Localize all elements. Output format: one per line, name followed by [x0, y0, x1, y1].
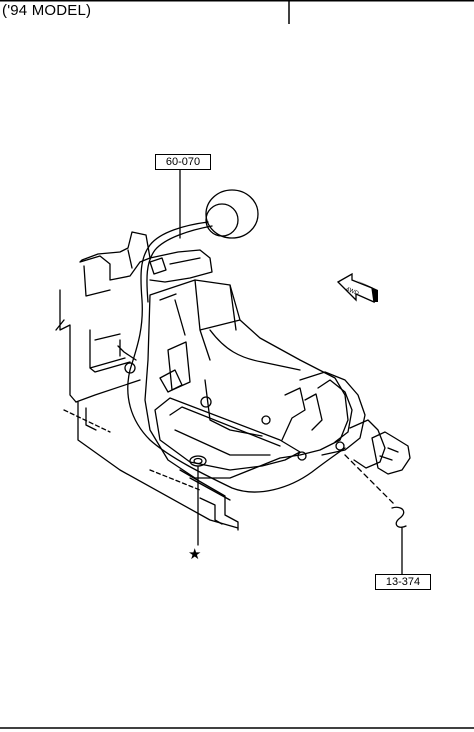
bracket-right [281, 387, 306, 441]
floor-panel-left [55, 289, 77, 403]
actuator-diaphragm-rim [205, 203, 239, 237]
actuator-diaphragm [205, 189, 259, 239]
callout-part-60-070[interactable]: 60-070 [155, 154, 211, 170]
case-bolt [297, 451, 307, 461]
control-cable-parallel [146, 225, 213, 303]
speed-sensor-gear [391, 506, 407, 528]
control-cable [127, 221, 346, 493]
case-bolt [335, 441, 345, 451]
transmission-ribs [174, 279, 301, 437]
upper-bracket [79, 231, 151, 281]
cable-end-nut [124, 362, 136, 374]
oil-pan [154, 397, 301, 471]
floor-rail [89, 329, 239, 531]
cable-grommet-inner [193, 457, 203, 465]
model-title: ('94 MODEL) [2, 2, 92, 19]
case-bolt [200, 396, 212, 408]
panel-dashed-edge [63, 409, 201, 491]
arrow-label: 4WD [345, 287, 360, 298]
sensor-dashed-line [344, 454, 396, 506]
yoke-flange [371, 431, 411, 475]
case-bolt [261, 415, 271, 425]
output-flange [349, 419, 386, 469]
callout-part-13-374[interactable]: 13-374 [375, 574, 431, 590]
transmission-housing [144, 279, 349, 479]
cable-clip [149, 257, 201, 275]
tail-housing [299, 371, 366, 456]
shift-lever [159, 369, 183, 393]
crossmember [189, 477, 231, 525]
bell-housing-cover [159, 293, 191, 391]
cable-end-stud [117, 339, 137, 361]
floor-panel [75, 379, 239, 529]
tail-ribs [304, 379, 353, 443]
direction-arrow: 4WD [336, 272, 378, 304]
upper-bracket-detail [83, 249, 213, 297]
cable-grommet [189, 455, 207, 467]
oil-pan-inner [169, 406, 281, 456]
star-marker: ★ [188, 545, 201, 563]
